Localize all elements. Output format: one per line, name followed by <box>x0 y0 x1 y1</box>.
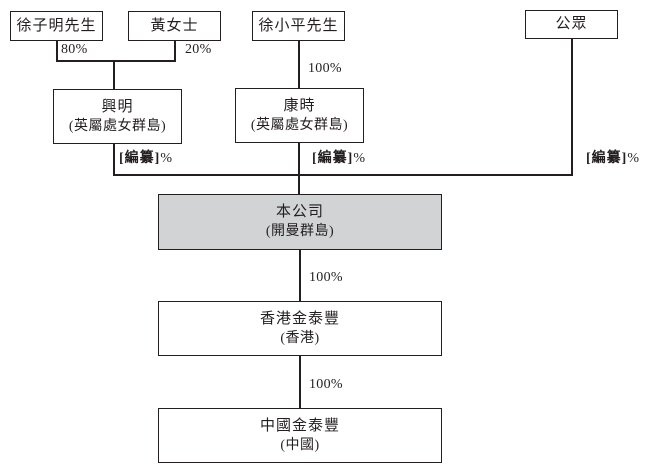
redacted-tag: [編纂] <box>586 151 628 166</box>
ownership-label-100-top: 100% <box>308 61 342 76</box>
node-label: 徐子明先生 <box>16 17 97 34</box>
ownership-label-100-mid: 100% <box>309 270 343 285</box>
node-label: 中國金泰豐 <box>259 417 340 434</box>
connector-huang-down <box>174 40 176 61</box>
node-label: 徐小平先生 <box>258 17 339 34</box>
node-jurisdiction: (開曼群島) <box>265 224 335 239</box>
redacted-tag: [編纂] <box>312 151 354 166</box>
node-xu-xiaoping: 徐小平先生 <box>252 11 345 41</box>
node-label: 香港金泰豐 <box>259 310 340 327</box>
ownership-label-redacted-middle: [編纂]% <box>312 151 365 166</box>
connector-xingming-down <box>113 143 115 175</box>
connector-xu-xiaoping-to-kangshi <box>298 40 300 88</box>
connector-join-main <box>113 174 573 176</box>
connector-join-top <box>56 60 176 62</box>
connector-hk-to-prc <box>299 355 301 408</box>
connector-xu-ziming-down <box>56 40 58 61</box>
connector-company-to-hk <box>299 249 301 301</box>
ownership-label-redacted-left: [編纂]% <box>119 151 172 166</box>
node-jurisdiction: (中國) <box>280 437 320 453</box>
node-company: 本公司 (開曼群島) <box>158 194 442 250</box>
node-jurisdiction: (香港) <box>280 330 320 346</box>
node-jurisdiction: (英屬處女群島) <box>68 118 167 134</box>
connector-public-down <box>571 38 573 175</box>
ownership-label-100-bottom: 100% <box>309 377 343 392</box>
ownership-label-20: 20% <box>185 42 212 57</box>
node-hk-subsidiary: 香港金泰豐 (香港) <box>158 301 442 356</box>
node-huang: 黃女士 <box>128 11 221 41</box>
redacted-tag: [編纂] <box>119 151 161 166</box>
ownership-label-redacted-right: [編纂]% <box>586 151 639 166</box>
node-jurisdiction: (英屬處女群島) <box>250 117 349 133</box>
percent-sign: % <box>160 151 173 166</box>
node-xingming: 興明 (英屬處女群島) <box>53 89 182 144</box>
percent-sign: % <box>627 151 640 166</box>
node-label: 公眾 <box>555 16 588 32</box>
node-label: 本公司 <box>275 204 324 220</box>
percent-sign: % <box>353 151 366 166</box>
ownership-label-80: 80% <box>61 42 88 57</box>
node-label: 康時 <box>283 97 316 114</box>
node-label: 黃女士 <box>150 17 199 34</box>
node-xu-ziming: 徐子明先生 <box>10 11 103 41</box>
connector-to-xingming <box>113 60 115 89</box>
connector-kangshi-to-company <box>298 142 300 194</box>
node-prc-subsidiary: 中國金泰豐 (中國) <box>158 408 442 463</box>
node-public: 公眾 <box>525 10 618 39</box>
node-label: 興明 <box>101 98 134 115</box>
node-kangshi: 康時 (英屬處女群島) <box>235 88 364 143</box>
